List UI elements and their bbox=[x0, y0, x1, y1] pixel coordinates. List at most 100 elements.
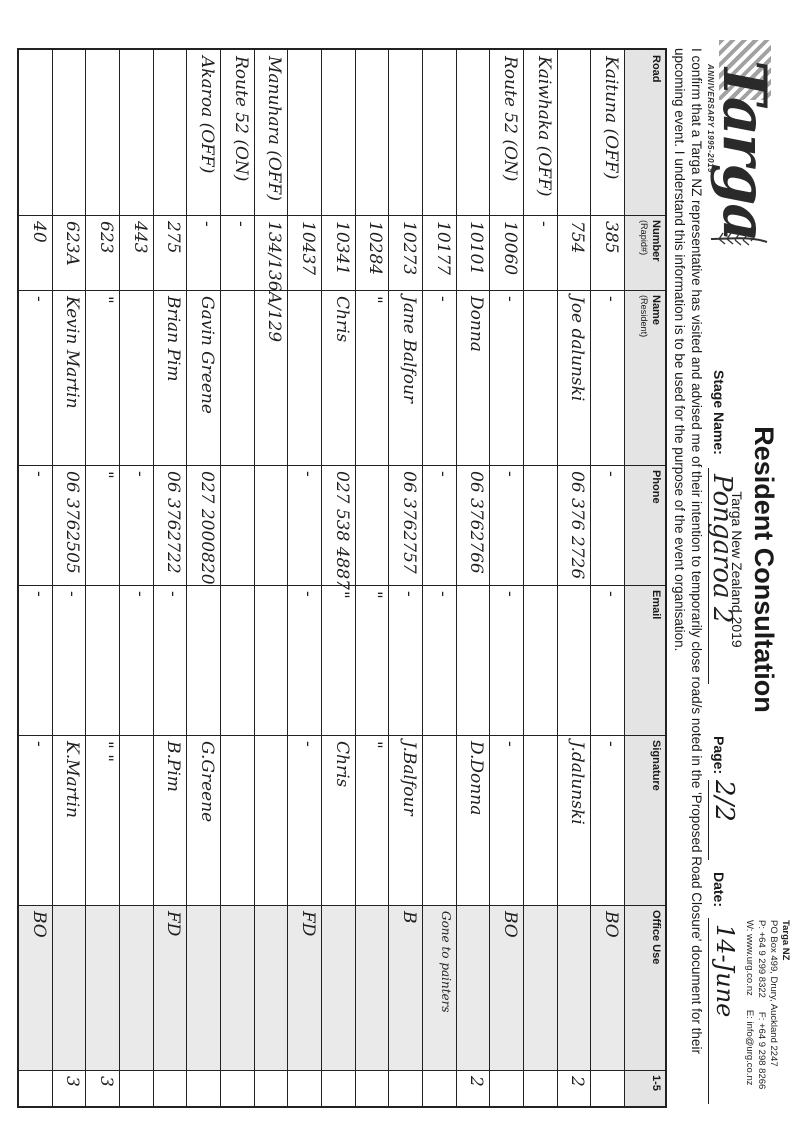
cell-signature: G.Greene bbox=[197, 741, 217, 823]
cell-name: Donna bbox=[466, 296, 487, 352]
column-header-office: Office Use bbox=[625, 905, 665, 1070]
cell-number: 10437 bbox=[298, 221, 318, 276]
cell-score: 3 bbox=[62, 1076, 83, 1087]
cell-road: Kaituna (OFF) bbox=[601, 56, 621, 180]
cell-signature: " bbox=[365, 741, 386, 749]
cell-email: - bbox=[432, 591, 453, 597]
column-header-label: 1-5 bbox=[650, 1075, 662, 1091]
row-divider bbox=[624, 50, 625, 1106]
row-divider bbox=[119, 50, 120, 1106]
page-label: Page: bbox=[711, 736, 727, 775]
cell-signature: - bbox=[500, 741, 520, 747]
column-header-score: 1-5 bbox=[625, 1070, 665, 1106]
cell-name: " bbox=[365, 296, 386, 304]
cell-office: FD bbox=[298, 911, 318, 937]
cell-signature: J.Balfour bbox=[399, 741, 419, 816]
cell-signature: K.Martin bbox=[62, 741, 83, 818]
column-header-email: Email bbox=[625, 585, 665, 735]
cell-email: - bbox=[399, 591, 419, 597]
cell-phone: - bbox=[432, 471, 453, 477]
cell-name: Jane Balfour bbox=[399, 296, 419, 404]
cell-office: BO bbox=[601, 911, 621, 938]
cell-road: Route 52 (ON) bbox=[230, 56, 251, 182]
cell-name: - bbox=[601, 296, 621, 302]
contact-email: E: info@urg.co.nz bbox=[744, 1009, 755, 1086]
targa-logo: Targa ANNIVERSARY 1995-2019 bbox=[699, 40, 779, 250]
cell-phone: 027 538 4887 bbox=[331, 471, 352, 590]
cell-road: Route 52 (ON) bbox=[500, 56, 520, 182]
cell-number: 134/136A/129 bbox=[264, 221, 285, 343]
confirmation-statement: I confirm that a Targa NZ representative… bbox=[672, 48, 704, 1054]
cell-number: 10273 bbox=[399, 221, 419, 276]
cell-email: - bbox=[62, 591, 83, 597]
row-divider bbox=[556, 50, 558, 1106]
row-divider bbox=[152, 50, 154, 1106]
cell-phone: 06 3762766 bbox=[466, 471, 487, 574]
row-divider bbox=[354, 50, 356, 1106]
column-header-road: Road bbox=[625, 50, 665, 215]
cell-office: BO bbox=[500, 911, 520, 938]
column-header-number: Number(Rapid#) bbox=[625, 215, 665, 290]
row-divider bbox=[455, 50, 457, 1106]
cell-phone: 027 2000820 bbox=[197, 471, 217, 585]
cell-phone: - bbox=[129, 471, 150, 477]
column-divider bbox=[19, 290, 665, 291]
date-value: 14-June bbox=[708, 918, 739, 1104]
contact-fax: F: +64 9 298 8266 bbox=[756, 1011, 767, 1090]
cell-number: 10060 bbox=[500, 221, 520, 276]
cell-signature: - bbox=[298, 741, 318, 747]
cell-score: 3 bbox=[96, 1076, 116, 1087]
cell-name: - bbox=[500, 296, 520, 302]
column-header-label: Number bbox=[650, 220, 662, 262]
cell-signature: J.dalunski bbox=[567, 741, 588, 825]
row-divider bbox=[422, 50, 423, 1106]
row-divider bbox=[186, 50, 188, 1106]
cell-number: 754 bbox=[567, 221, 588, 254]
cell-number: - bbox=[197, 221, 217, 227]
cell-number: 10341 bbox=[331, 221, 352, 276]
cell-number: 443 bbox=[129, 221, 150, 254]
column-divider bbox=[19, 905, 665, 906]
row-divider bbox=[85, 50, 87, 1106]
column-header-label: Road bbox=[650, 55, 662, 83]
cell-number: 10177 bbox=[432, 221, 453, 276]
cell-number: 623A bbox=[62, 221, 83, 266]
column-divider bbox=[19, 465, 665, 466]
contact-org: Targa NZ bbox=[780, 920, 791, 961]
column-header-label: Signature bbox=[650, 740, 662, 791]
cell-score: 2 bbox=[567, 1076, 588, 1087]
cell-phone: - bbox=[500, 471, 520, 477]
logo-anniversary: ANNIVERSARY 1995-2019 bbox=[706, 64, 715, 173]
stage-name-value: Pongaroa 2 bbox=[707, 468, 737, 684]
contact-phone: P: +64 9 299 8322 bbox=[756, 920, 767, 998]
cell-name: Gavin Greene bbox=[197, 296, 217, 414]
column-header-label: Name bbox=[650, 295, 662, 325]
cell-office: BO bbox=[28, 911, 49, 938]
column-header-label: Phone bbox=[650, 470, 662, 504]
cell-name: Chris bbox=[331, 296, 352, 343]
row-divider bbox=[51, 50, 53, 1106]
row-divider bbox=[388, 50, 390, 1106]
stage-name-label: Stage Name: bbox=[711, 370, 727, 455]
cell-name: - bbox=[28, 296, 49, 302]
cell-email: " bbox=[365, 591, 386, 599]
cell-number: 385 bbox=[601, 221, 621, 254]
row-divider bbox=[523, 50, 524, 1106]
cell-phone: 06 3762505 bbox=[62, 471, 83, 574]
cell-signature: - bbox=[601, 741, 621, 747]
cell-signature: " " bbox=[96, 741, 116, 763]
cell-number: 10101 bbox=[466, 221, 487, 276]
cell-phone: " bbox=[96, 471, 116, 479]
cell-office: B bbox=[399, 911, 419, 924]
column-header-label: Email bbox=[650, 590, 662, 620]
contact-block: Targa NZ PO Box 499, Drury, Auckland 224… bbox=[743, 920, 791, 1089]
office-use-shading bbox=[19, 905, 665, 1070]
cell-email: " bbox=[331, 591, 352, 599]
cell-road: Kaiwhaka (OFF) bbox=[533, 56, 554, 197]
contact-address: PO Box 499, Drury, Auckland 2247 bbox=[768, 920, 779, 1067]
cell-phone: 06 3762757 bbox=[399, 471, 419, 574]
cell-number: - bbox=[533, 221, 554, 227]
cell-signature: Chris bbox=[331, 741, 352, 788]
